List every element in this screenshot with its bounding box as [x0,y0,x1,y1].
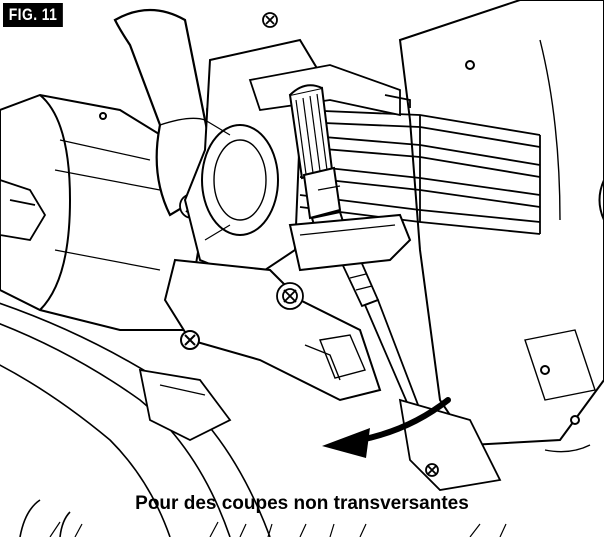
depth-stop-knob [288,84,334,180]
rotation-arrow [322,397,451,458]
stop-plate-bracket [163,258,382,402]
figure-caption: Pour des coupes non transversantes [135,493,469,514]
left-bracket [0,179,47,241]
stop-rail-block [288,213,412,272]
rib-rails [299,109,541,235]
top-bracket [248,64,411,117]
figure-label: FIG. 11 [3,3,64,27]
right-housing [398,0,604,447]
stop-plate-screw [276,282,304,310]
lower-guard [138,368,591,491]
bottom-fragments [49,521,507,537]
motor-housing [0,93,202,331]
